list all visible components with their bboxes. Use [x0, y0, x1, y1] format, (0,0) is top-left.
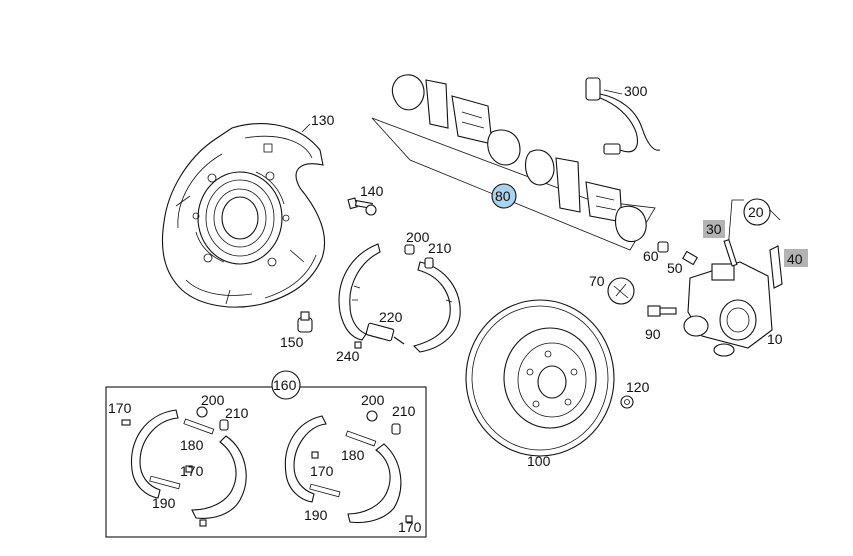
callout-80: 80 [495, 188, 511, 204]
callout-200-center: 200 [406, 229, 430, 245]
callout-20: 20 [748, 204, 764, 220]
kit-callout-170b: 170 [180, 463, 204, 479]
bolt-140 [347, 197, 377, 216]
kit-callout-170c: 170 [310, 463, 334, 479]
kit-callout-190b: 190 [304, 507, 328, 523]
bleeder-50 [682, 250, 698, 266]
brake-pad-set-80 [371, 74, 656, 251]
callout-100: 100 [527, 453, 551, 469]
callout-210-center: 210 [428, 240, 452, 256]
dust-shield-130 [161, 123, 326, 308]
kit-callout-180a: 180 [180, 437, 204, 453]
callout-220: 220 [379, 309, 403, 325]
wear-sensor-300 [585, 77, 661, 155]
kit-callout-210a: 210 [225, 405, 249, 421]
callout-140: 140 [360, 183, 384, 199]
callout-40: 40 [787, 251, 803, 267]
kit-callout-190a: 190 [152, 495, 176, 511]
callout-160: 160 [273, 377, 297, 393]
callout-150: 150 [280, 334, 304, 350]
callout-120: 120 [626, 379, 650, 395]
highlight-40 [784, 249, 808, 267]
callout-300: 300 [624, 83, 648, 99]
kit-callout-200b: 200 [361, 392, 385, 408]
kit-callout-170d: 170 [398, 519, 422, 535]
kit-callout-200a: 200 [201, 392, 225, 408]
parking-brake-shoes [338, 243, 461, 353]
kit-callout-180b: 180 [341, 447, 365, 463]
bolt-90 [647, 305, 677, 317]
callout-60: 60 [643, 248, 659, 264]
kit-callout-210b: 210 [392, 403, 416, 419]
repair-kit-70 [607, 277, 635, 305]
callout-circle-20 [743, 198, 771, 226]
brake-caliper-10 [683, 261, 773, 357]
callout-50: 50 [667, 260, 683, 276]
kit-callout-170a: 170 [108, 400, 132, 416]
callout-240: 240 [336, 348, 360, 364]
cap-60 [657, 241, 669, 253]
callout-90: 90 [645, 326, 661, 342]
plug-150 [297, 311, 313, 333]
callout-130: 130 [311, 112, 335, 128]
screw-120 [620, 395, 634, 409]
callout-30: 30 [706, 221, 722, 237]
callout-10: 10 [767, 331, 783, 347]
brake-disc-100 [465, 299, 615, 457]
spring-clip-40 [769, 245, 783, 289]
highlight-30 [703, 220, 725, 238]
callout-70: 70 [589, 273, 605, 289]
guide-pin-30 [723, 239, 738, 267]
shoe-kit-160: 160 170 200 210 180 170 190 200 210 170 … [105, 370, 427, 538]
